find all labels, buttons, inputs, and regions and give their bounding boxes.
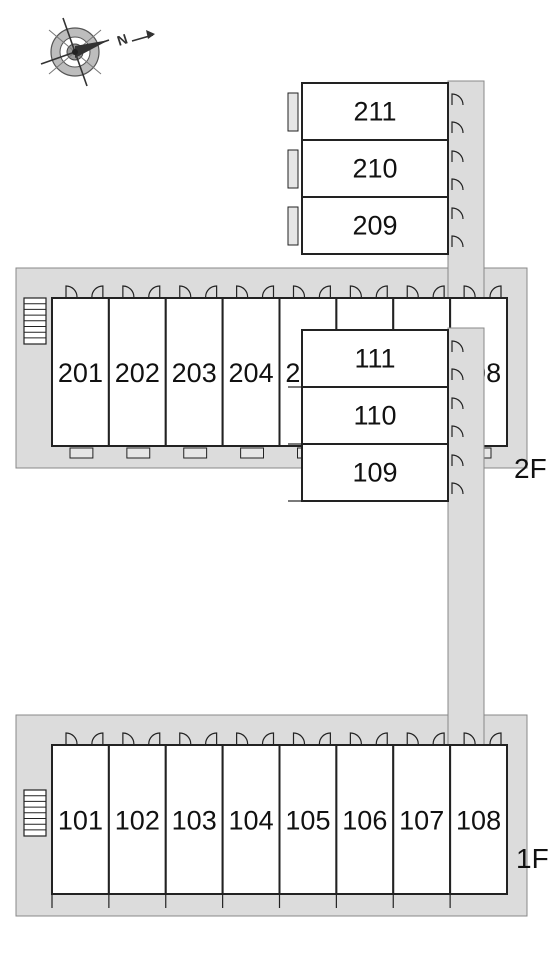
door-icon bbox=[148, 732, 161, 745]
balcony bbox=[287, 149, 299, 189]
door-icon bbox=[122, 732, 135, 745]
unit-label-101: 101 bbox=[58, 806, 103, 836]
door-icon bbox=[451, 425, 464, 438]
unit-label-210: 210 bbox=[352, 154, 397, 184]
row-unit-108 bbox=[449, 744, 508, 895]
door-icon bbox=[489, 285, 502, 298]
north-arrow-icon bbox=[131, 30, 155, 42]
unit-label-107: 107 bbox=[399, 806, 444, 836]
door-icon bbox=[451, 340, 464, 353]
door-icon bbox=[205, 732, 218, 745]
row-unit-202 bbox=[107, 297, 167, 447]
door-icon bbox=[179, 732, 192, 745]
door-icon bbox=[148, 285, 161, 298]
door-icon bbox=[91, 732, 104, 745]
door-icon bbox=[205, 285, 218, 298]
door-icon bbox=[406, 285, 419, 298]
door-icon bbox=[451, 150, 464, 163]
door-icon bbox=[489, 732, 502, 745]
balcony bbox=[69, 447, 94, 459]
unit-label-202: 202 bbox=[115, 358, 160, 388]
door-icon bbox=[375, 285, 388, 298]
door-icon bbox=[432, 732, 445, 745]
door-icon bbox=[451, 368, 464, 381]
door-icon bbox=[451, 454, 464, 467]
row-unit-203 bbox=[164, 297, 224, 447]
door-icon bbox=[349, 285, 362, 298]
door-icon bbox=[349, 732, 362, 745]
corridor-wing bbox=[447, 80, 485, 307]
stairs-icon bbox=[23, 297, 47, 345]
door-icon bbox=[406, 732, 419, 745]
door-icon bbox=[451, 397, 464, 410]
door-icon bbox=[451, 121, 464, 134]
floor-1f-plan: 111 110 109 101 102 103 104 105 106 107 108 bbox=[15, 327, 528, 917]
wing-unit-110 bbox=[301, 386, 449, 445]
row-unit-101 bbox=[51, 744, 110, 895]
stairs-icon bbox=[23, 789, 47, 837]
balcony bbox=[183, 447, 208, 459]
door-icon bbox=[451, 482, 464, 495]
door-icon bbox=[122, 285, 135, 298]
balcony bbox=[240, 447, 264, 459]
door-icon bbox=[236, 285, 249, 298]
row-unit-103 bbox=[164, 744, 224, 895]
wing-unit-209 bbox=[301, 196, 449, 255]
door-icon bbox=[463, 732, 476, 745]
row-unit-204 bbox=[221, 297, 281, 447]
wing-unit-109 bbox=[301, 443, 449, 502]
wing-unit-211 bbox=[301, 82, 449, 141]
unit-label-102: 102 bbox=[115, 806, 160, 836]
row-unit-201 bbox=[51, 297, 110, 447]
wing-unit-210 bbox=[301, 139, 449, 198]
compass-rose-icon bbox=[40, 17, 110, 87]
unit-label-104: 104 bbox=[229, 806, 274, 836]
corridor-wing bbox=[447, 327, 485, 754]
door-icon bbox=[318, 285, 331, 298]
door-icon bbox=[91, 285, 104, 298]
unit-label-201: 201 bbox=[58, 358, 103, 388]
door-icon bbox=[451, 207, 464, 220]
door-icon bbox=[451, 235, 464, 248]
floor-label-2f: 2F bbox=[514, 453, 547, 484]
door-icon bbox=[65, 285, 78, 298]
door-icon bbox=[292, 732, 306, 745]
door-icon bbox=[292, 285, 306, 298]
unit-label-209: 209 bbox=[352, 211, 397, 241]
door-icon bbox=[451, 93, 464, 106]
unit-label-111: 111 bbox=[354, 344, 395, 374]
door-icon bbox=[261, 285, 275, 298]
door-icon bbox=[432, 285, 445, 298]
door-icon bbox=[65, 732, 78, 745]
unit-label-105: 105 bbox=[285, 806, 330, 836]
door-icon bbox=[463, 285, 476, 298]
door-icon bbox=[179, 285, 192, 298]
unit-label-204: 204 bbox=[229, 358, 274, 388]
balcony bbox=[287, 206, 299, 246]
unit-label-109: 109 bbox=[352, 458, 397, 488]
door-icon bbox=[451, 178, 464, 191]
row-unit-102 bbox=[107, 744, 167, 895]
compass-north-label: N bbox=[115, 31, 130, 49]
unit-label-203: 203 bbox=[172, 358, 217, 388]
unit-label-106: 106 bbox=[342, 806, 387, 836]
unit-label-110: 110 bbox=[353, 401, 396, 431]
compass: N bbox=[40, 17, 155, 87]
row-unit-107 bbox=[392, 744, 452, 895]
door-icon bbox=[318, 732, 331, 745]
unit-label-211: 211 bbox=[353, 97, 396, 127]
balcony bbox=[126, 447, 151, 459]
unit-label-108: 108 bbox=[456, 806, 501, 836]
unit-label-103: 103 bbox=[172, 806, 217, 836]
door-icon bbox=[261, 732, 275, 745]
floor-label-1f: 1F bbox=[516, 843, 549, 874]
door-icon bbox=[375, 732, 388, 745]
door-icon bbox=[236, 732, 249, 745]
row-unit-104 bbox=[221, 744, 281, 895]
balcony bbox=[287, 92, 299, 132]
row-unit-105 bbox=[278, 744, 338, 895]
